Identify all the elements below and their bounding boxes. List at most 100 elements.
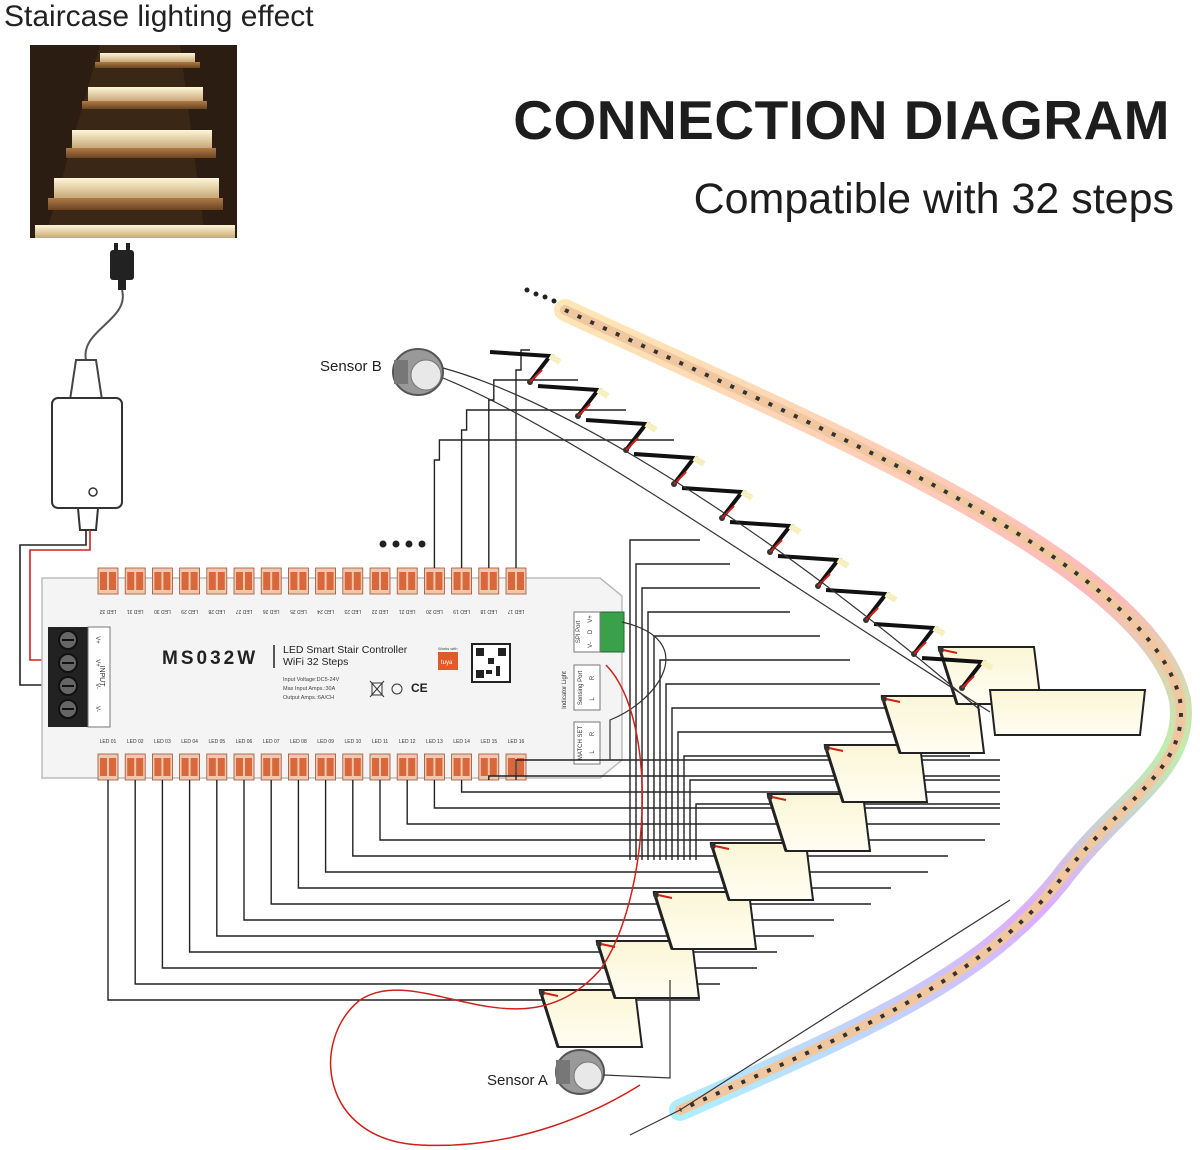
bottom-led-label: LED 07	[263, 739, 280, 745]
top-led-label: LED 22	[371, 608, 388, 614]
staircase-photo	[30, 45, 237, 238]
top-wire-1	[515, 349, 530, 568]
controller-name-line2: WiFi 32 Steps	[283, 656, 348, 668]
top-terminal-6	[233, 567, 255, 595]
match-pin-l: L	[590, 750, 596, 754]
top-terminal-2	[124, 567, 146, 595]
effect-label: Staircase lighting effect	[4, 0, 314, 33]
input-pin-2: V+	[94, 659, 100, 667]
led-strip	[554, 299, 1192, 1121]
lower-step-6	[823, 744, 929, 803]
indicator-label: Indicator Light	[562, 671, 568, 709]
upper-step-4	[633, 452, 706, 487]
bottom-led-label: LED 15	[480, 739, 497, 745]
bottom-terminal-4	[179, 753, 201, 781]
power-adapter	[51, 359, 123, 531]
bottom-wire-6	[243, 780, 834, 921]
top-wire-12	[671, 707, 910, 860]
spec-voltage: Input Voltage:DC5-24V	[283, 677, 340, 683]
bottom-wire-15	[488, 775, 1000, 780]
spi-pin-2: D	[588, 629, 594, 634]
top-wire-4	[433, 439, 674, 568]
ce-mark: CE	[411, 681, 428, 695]
diagram-subtitle: Compatible with 32 steps	[693, 175, 1174, 223]
bottom-led-label: LED 08	[290, 739, 307, 745]
top-terminal-9	[315, 567, 337, 595]
sensing-pin-r: R	[590, 675, 596, 680]
diagram-title: CONNECTION DIAGRAM	[513, 89, 1170, 151]
top-terminal-3	[151, 567, 173, 595]
spi-pin-1: V-	[588, 642, 594, 648]
bottom-led-label: LED 14	[453, 739, 470, 745]
top-wire-7	[641, 587, 760, 860]
top-led-label: LED 25	[290, 608, 307, 614]
top-led-label: LED 20	[426, 608, 443, 614]
sensor-a-label: Sensor A	[487, 1072, 548, 1089]
landing-step	[988, 689, 1147, 736]
top-led-label: LED 21	[399, 608, 416, 614]
lower-step-2	[595, 940, 701, 999]
more-dots-controller	[379, 540, 426, 548]
bottom-led-label: LED 12	[399, 739, 416, 745]
bottom-led-label: LED 09	[317, 739, 334, 745]
spec-output-amps: Output Amps.:6A/CH	[283, 695, 334, 701]
sensing-label: Sensing Port	[578, 670, 584, 705]
match-pin-r: R	[590, 731, 596, 736]
bottom-led-label: LED 02	[127, 739, 144, 745]
bottom-terminal-2	[124, 753, 146, 781]
upper-step-7	[777, 554, 850, 589]
weee-icon	[369, 680, 385, 698]
bottom-terminal-7	[260, 753, 282, 781]
lower-step-1	[538, 989, 644, 1048]
more-dots-strip	[524, 287, 557, 304]
bottom-led-label: LED 03	[154, 739, 171, 745]
bottom-terminal-5	[206, 753, 228, 781]
top-led-label: LED 26	[263, 608, 280, 614]
top-led-label: LED 30	[154, 608, 171, 614]
top-led-label: LED 29	[181, 608, 198, 614]
bottom-terminal-14	[451, 753, 473, 781]
sensing-pin-l: L	[590, 697, 596, 701]
lower-step-3	[652, 891, 758, 950]
top-terminal-15	[478, 567, 500, 595]
top-wire-11	[665, 683, 880, 860]
input-pin-1: V+	[94, 636, 100, 644]
bottom-terminal-6	[233, 753, 255, 781]
brand-small: Works with	[438, 646, 457, 651]
bottom-led-label: LED 11	[372, 739, 389, 745]
top-wire-10	[659, 659, 850, 860]
top-terminal-5	[206, 567, 228, 595]
bottom-terminal-1	[97, 753, 119, 781]
top-wire-2	[488, 379, 578, 568]
spi-pin-3: V+	[588, 615, 594, 623]
rohs-icon	[391, 683, 403, 695]
top-terminal-7	[260, 567, 282, 595]
controller-model: MS032W	[162, 648, 258, 669]
sensor-a	[555, 1049, 605, 1095]
top-terminal-14	[451, 567, 473, 595]
upper-step-10	[921, 656, 994, 691]
top-led-label: LED 32	[99, 608, 116, 614]
bottom-led-label: LED 16	[508, 739, 525, 745]
bottom-terminal-3	[151, 753, 173, 781]
top-led-label: LED 27	[235, 608, 252, 614]
top-terminal-13	[423, 567, 445, 595]
upper-step-2	[537, 384, 610, 419]
power-plug	[110, 243, 134, 290]
input-pin-4: V-	[94, 706, 100, 712]
bottom-terminal-10	[342, 753, 364, 781]
top-wire-5	[629, 539, 700, 860]
bottom-led-label: LED 01	[100, 739, 117, 745]
bottom-terminal-11	[369, 753, 391, 781]
spec-input-amps: Max Input Amps.:30A	[283, 686, 336, 692]
bottom-led-label: LED 13	[426, 739, 443, 745]
led-wires	[107, 349, 1000, 1001]
brand-logo: tuya	[441, 660, 453, 666]
upper-step-9	[873, 622, 946, 657]
bottom-terminal-13	[423, 753, 445, 781]
top-terminal-11	[369, 567, 391, 595]
top-led-label: LED 19	[453, 608, 470, 614]
